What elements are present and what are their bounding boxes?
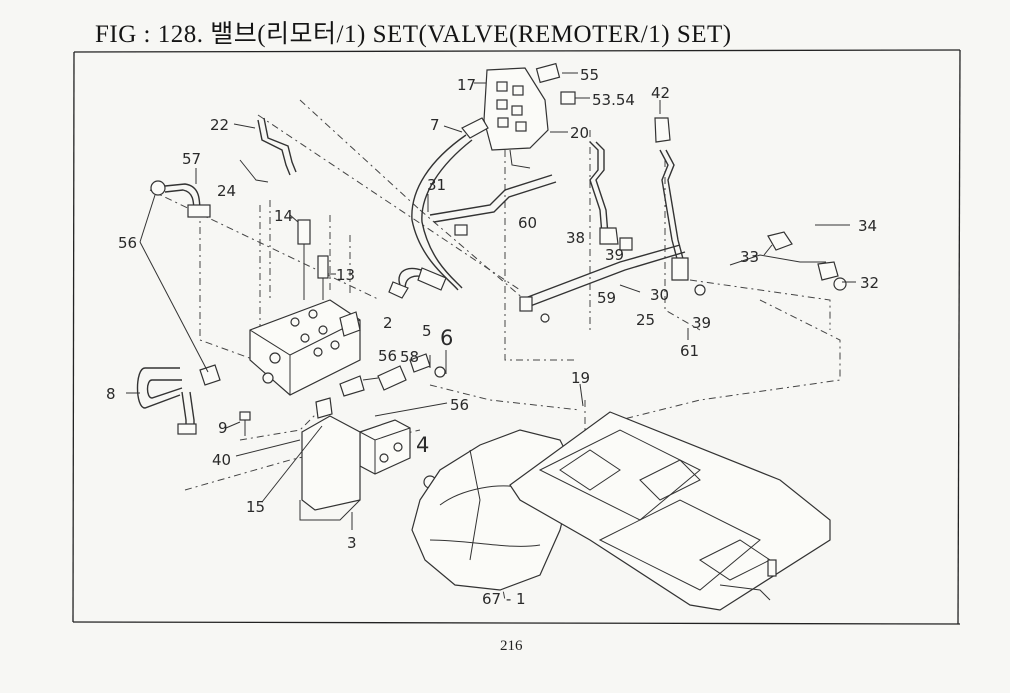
- callout-leaders: [126, 72, 856, 530]
- floor-frame-19: [509, 411, 831, 611]
- diagram-frame: [72, 49, 961, 625]
- callout-56-left: 56: [118, 234, 137, 252]
- valve-block-2: [249, 299, 361, 396]
- callout-19: 19: [571, 369, 590, 387]
- callout-56-right: 56: [450, 396, 469, 414]
- callout-34: 34: [858, 217, 877, 235]
- bolts: [239, 411, 251, 436]
- callout-13: 13: [336, 266, 355, 284]
- callout-61: 61: [680, 342, 699, 360]
- callout-14: 14: [274, 207, 293, 225]
- callout-40: 40: [212, 451, 231, 469]
- callout-3: 3: [347, 534, 357, 552]
- callout-24: 24: [217, 182, 236, 200]
- callout-25: 25: [636, 311, 655, 329]
- callout-2: 2: [383, 314, 393, 332]
- callout-15: 15: [246, 498, 265, 516]
- callout-57: 57: [182, 150, 201, 168]
- callout-20: 20: [570, 124, 589, 142]
- right-linkage: [589, 141, 847, 296]
- callout-7: 7: [430, 116, 440, 134]
- callout-38: 38: [566, 229, 585, 247]
- fittings-5-6-58: [339, 353, 446, 397]
- callout-labels: 55 53.54 17 42 7 20 22 57 24 31 14 60 56…: [106, 66, 879, 608]
- callout-39-lower: 39: [692, 314, 711, 332]
- page-number: 216: [500, 638, 523, 654]
- callout-4: 4: [416, 433, 429, 457]
- fitting-57-56: [150, 180, 211, 218]
- elbow-22-24: [239, 117, 297, 183]
- callout-56-mid: 56: [378, 347, 397, 365]
- small-parts-top: [461, 62, 671, 143]
- callout-9: 9: [218, 419, 228, 437]
- callout-58: 58: [400, 348, 419, 366]
- cables: [388, 134, 473, 299]
- guide-lines: [149, 99, 841, 601]
- callout-59: 59: [597, 289, 616, 307]
- callout-17: 17: [457, 76, 476, 94]
- pipe-8: [136, 364, 221, 435]
- callout-22: 22: [210, 116, 229, 134]
- callout-53-54: 53.54: [592, 91, 635, 109]
- rods: [429, 174, 686, 323]
- callout-33: 33: [740, 248, 759, 266]
- callout-30: 30: [650, 286, 669, 304]
- fittings-14-13: [297, 219, 329, 300]
- callout-42: 42: [651, 84, 670, 102]
- lower-block-4: [299, 397, 437, 521]
- callout-67-1: 67 - 1: [482, 590, 526, 608]
- callout-5: 5: [422, 322, 432, 340]
- callout-39-upper: 39: [605, 246, 624, 264]
- callout-60: 60: [518, 214, 537, 232]
- callout-8: 8: [106, 385, 116, 403]
- callout-31: 31: [427, 176, 446, 194]
- callout-6: 6: [440, 326, 453, 350]
- page-title: FIG : 128. 밸브(리모터/1) SET(VALVE(REMOTER/1…: [95, 21, 732, 48]
- callout-32: 32: [860, 274, 879, 292]
- bracket-17: [483, 67, 549, 169]
- callout-55: 55: [580, 66, 599, 84]
